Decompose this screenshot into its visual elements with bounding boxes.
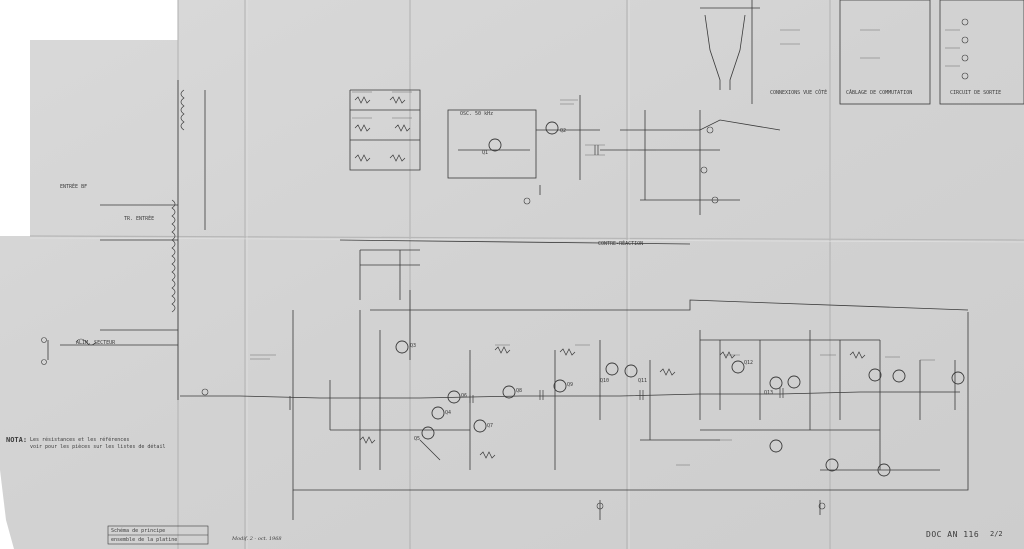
handwritten-note: Modif. 2 - oct. 1968 <box>232 536 282 542</box>
transistor-q8 <box>502 385 516 399</box>
circuit-wiring <box>47 0 1024 520</box>
label-q8: Q8 <box>516 388 523 394</box>
note-line-2: voir pour les pièces sur les listes de d… <box>30 444 166 450</box>
label-q9: Q9 <box>567 382 574 388</box>
input-block-label: ENTRÉE BF <box>60 184 88 190</box>
label-q7: Q7 <box>487 423 494 429</box>
oscillator-label: OSC. 50 kHz <box>460 111 494 117</box>
label-q4: Q4 <box>445 410 452 416</box>
label-q1: Q1 <box>482 150 489 156</box>
note-prefix: NOTA: <box>6 436 28 444</box>
label-q6: Q6 <box>461 393 468 399</box>
note-line-1: Les résistances et les références <box>30 437 130 443</box>
transistor-q5 <box>421 426 435 440</box>
title-block-line-1: Schéma de principe <box>111 528 166 534</box>
transistor-q6 <box>447 390 461 404</box>
label-q2: Q2 <box>560 128 567 134</box>
transformer-coils <box>171 89 185 313</box>
transistor-q3 <box>395 340 409 354</box>
feedback-label: CONTRE-RÉACTION <box>598 241 644 247</box>
transistor-q1 <box>488 138 502 152</box>
label-q10: Q10 <box>600 378 610 384</box>
transistor-q7 <box>473 419 487 433</box>
drawing-number: DOC AN 116 <box>926 530 980 539</box>
label-q3: Q3 <box>410 343 417 349</box>
label-q5: Q5 <box>414 436 421 442</box>
transistor-q11 <box>624 364 638 378</box>
title-block <box>107 525 209 545</box>
passive-components <box>354 96 866 459</box>
box2-caption: CÂBLAGE DE COMMUTATION <box>846 90 913 96</box>
label-q13: Q13 <box>764 390 774 396</box>
power-label: ALIM. SECTEUR <box>76 340 116 346</box>
transistor-q13 <box>769 376 783 390</box>
box1-caption: CONNEXIONS VUE CÔTÉ <box>770 90 828 96</box>
label-q12: Q12 <box>744 360 754 366</box>
value-annotations <box>250 29 960 466</box>
input-transformer-label: TR. ENTRÉE <box>124 216 155 222</box>
transistor-q12 <box>731 360 745 374</box>
box3-caption: CIRCUIT DE SORTIE <box>950 90 1002 96</box>
transistor-q10 <box>605 362 619 376</box>
sheet-reference: 2/2 <box>990 530 1003 538</box>
transistor-q9 <box>553 379 567 393</box>
transistor-q4 <box>431 406 445 420</box>
transistors <box>395 121 965 477</box>
title-block-line-2: ensemble de la platine <box>111 537 178 543</box>
label-q11: Q11 <box>638 378 648 384</box>
transistor-q2 <box>545 121 559 135</box>
